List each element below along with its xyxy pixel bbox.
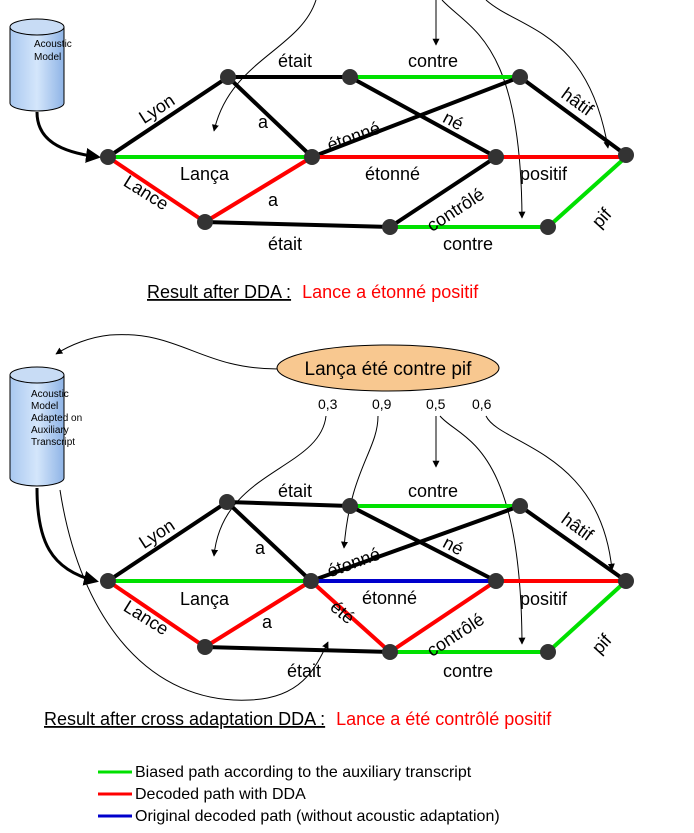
db-label-line: Transcript	[31, 437, 75, 448]
word-pif: pif	[588, 203, 616, 231]
db-label-line: Model	[34, 52, 61, 63]
word-a: a	[268, 190, 279, 210]
score-label: 0,3	[318, 396, 338, 412]
arrow-1	[211, 415, 327, 557]
score-label: 0,9	[372, 396, 392, 412]
word-etonne: étonné	[365, 164, 420, 184]
legend: Biased path according to the auxiliary t…	[98, 764, 500, 825]
word-a: a	[258, 112, 269, 132]
legend-label: Decoded path with DDA	[135, 786, 306, 803]
legend-item: Biased path according to the auxiliary t…	[98, 764, 472, 781]
db-label-line: Acoustic	[34, 39, 72, 50]
score-label: 0,6	[472, 396, 492, 412]
word-contre: contre	[408, 51, 458, 71]
word-lanca: Lança	[180, 164, 230, 184]
diagram-1: Acoustic Model	[9, 0, 634, 302]
word-hatif: hâtif	[558, 84, 598, 121]
legend-item: Decoded path with DDA	[98, 786, 306, 803]
result-prefix: Result after cross adaptation DDA :	[44, 709, 325, 729]
word-a: a	[262, 612, 273, 632]
diagram-2: Acoustic Model Adapted on Auxiliary Tran…	[9, 334, 634, 729]
arrow-4	[439, 415, 526, 645]
word-hatif: hâtif	[558, 509, 598, 546]
lattice-nodes	[100, 494, 634, 660]
arrow-1	[211, 0, 317, 132]
legend-label: Original decoded path (without acoustic …	[135, 808, 500, 825]
db-to-lattice-arrow	[35, 487, 99, 586]
word-contre: contre	[408, 481, 458, 501]
acoustic-model-database-icon: Acoustic Model	[9, 18, 72, 112]
arrow-4	[485, 0, 611, 149]
word-lance: Lance	[120, 171, 172, 214]
legend-label: Biased path according to the auxiliary t…	[135, 764, 472, 781]
transcript-text: Lança été contre pif	[305, 359, 473, 380]
db-to-ete-arrow	[59, 489, 329, 701]
word-contre: contre	[443, 234, 493, 254]
word-contre: contre	[443, 661, 493, 681]
lattice-edges	[106, 500, 628, 654]
word-pif: pif	[588, 629, 616, 657]
lattice-nodes	[100, 69, 634, 235]
result-value: Lance a été contrôlé positif	[336, 709, 552, 729]
word-etait: était	[278, 481, 312, 501]
word-lance: Lance	[120, 596, 172, 639]
result-prefix: Result after DDA :	[147, 282, 291, 302]
score-label: 0,5	[426, 396, 446, 412]
word-etait: était	[278, 51, 312, 71]
word-etonne: étonné	[324, 544, 383, 582]
db-label-line: Acoustic	[31, 389, 69, 400]
word-lanca: Lança	[180, 589, 230, 609]
arrow-2	[340, 415, 379, 549]
result-line: Result after DDA : Lance a étonné positi…	[147, 282, 479, 302]
lattice-edges	[106, 75, 628, 229]
db-label-line: Auxiliary	[31, 425, 69, 436]
result-line: Result after cross adaptation DDA : Lanc…	[44, 709, 552, 729]
word-a: a	[255, 538, 266, 558]
pill-to-db-arrow	[55, 334, 279, 370]
result-value: Lance a étonné positif	[302, 282, 479, 302]
word-etonne: étonné	[324, 118, 383, 156]
word-positif: positif	[520, 164, 568, 184]
auxiliary-transcript-pill: Lança été contre pif	[276, 344, 500, 392]
legend-item: Original decoded path (without acoustic …	[98, 808, 500, 825]
word-lyon: Lyon	[135, 90, 178, 128]
adapted-model-database-icon: Acoustic Model Adapted on Auxiliary Tran…	[9, 366, 82, 487]
db-to-lattice-arrow	[35, 111, 101, 163]
word-etait: était	[268, 234, 302, 254]
db-label-line: Model	[31, 401, 58, 412]
word-etonne: étonné	[362, 588, 417, 608]
db-label-line: Adapted on	[31, 413, 82, 424]
word-etait: était	[287, 661, 321, 681]
word-positif: positif	[520, 589, 568, 609]
arrow-5	[485, 415, 615, 571]
